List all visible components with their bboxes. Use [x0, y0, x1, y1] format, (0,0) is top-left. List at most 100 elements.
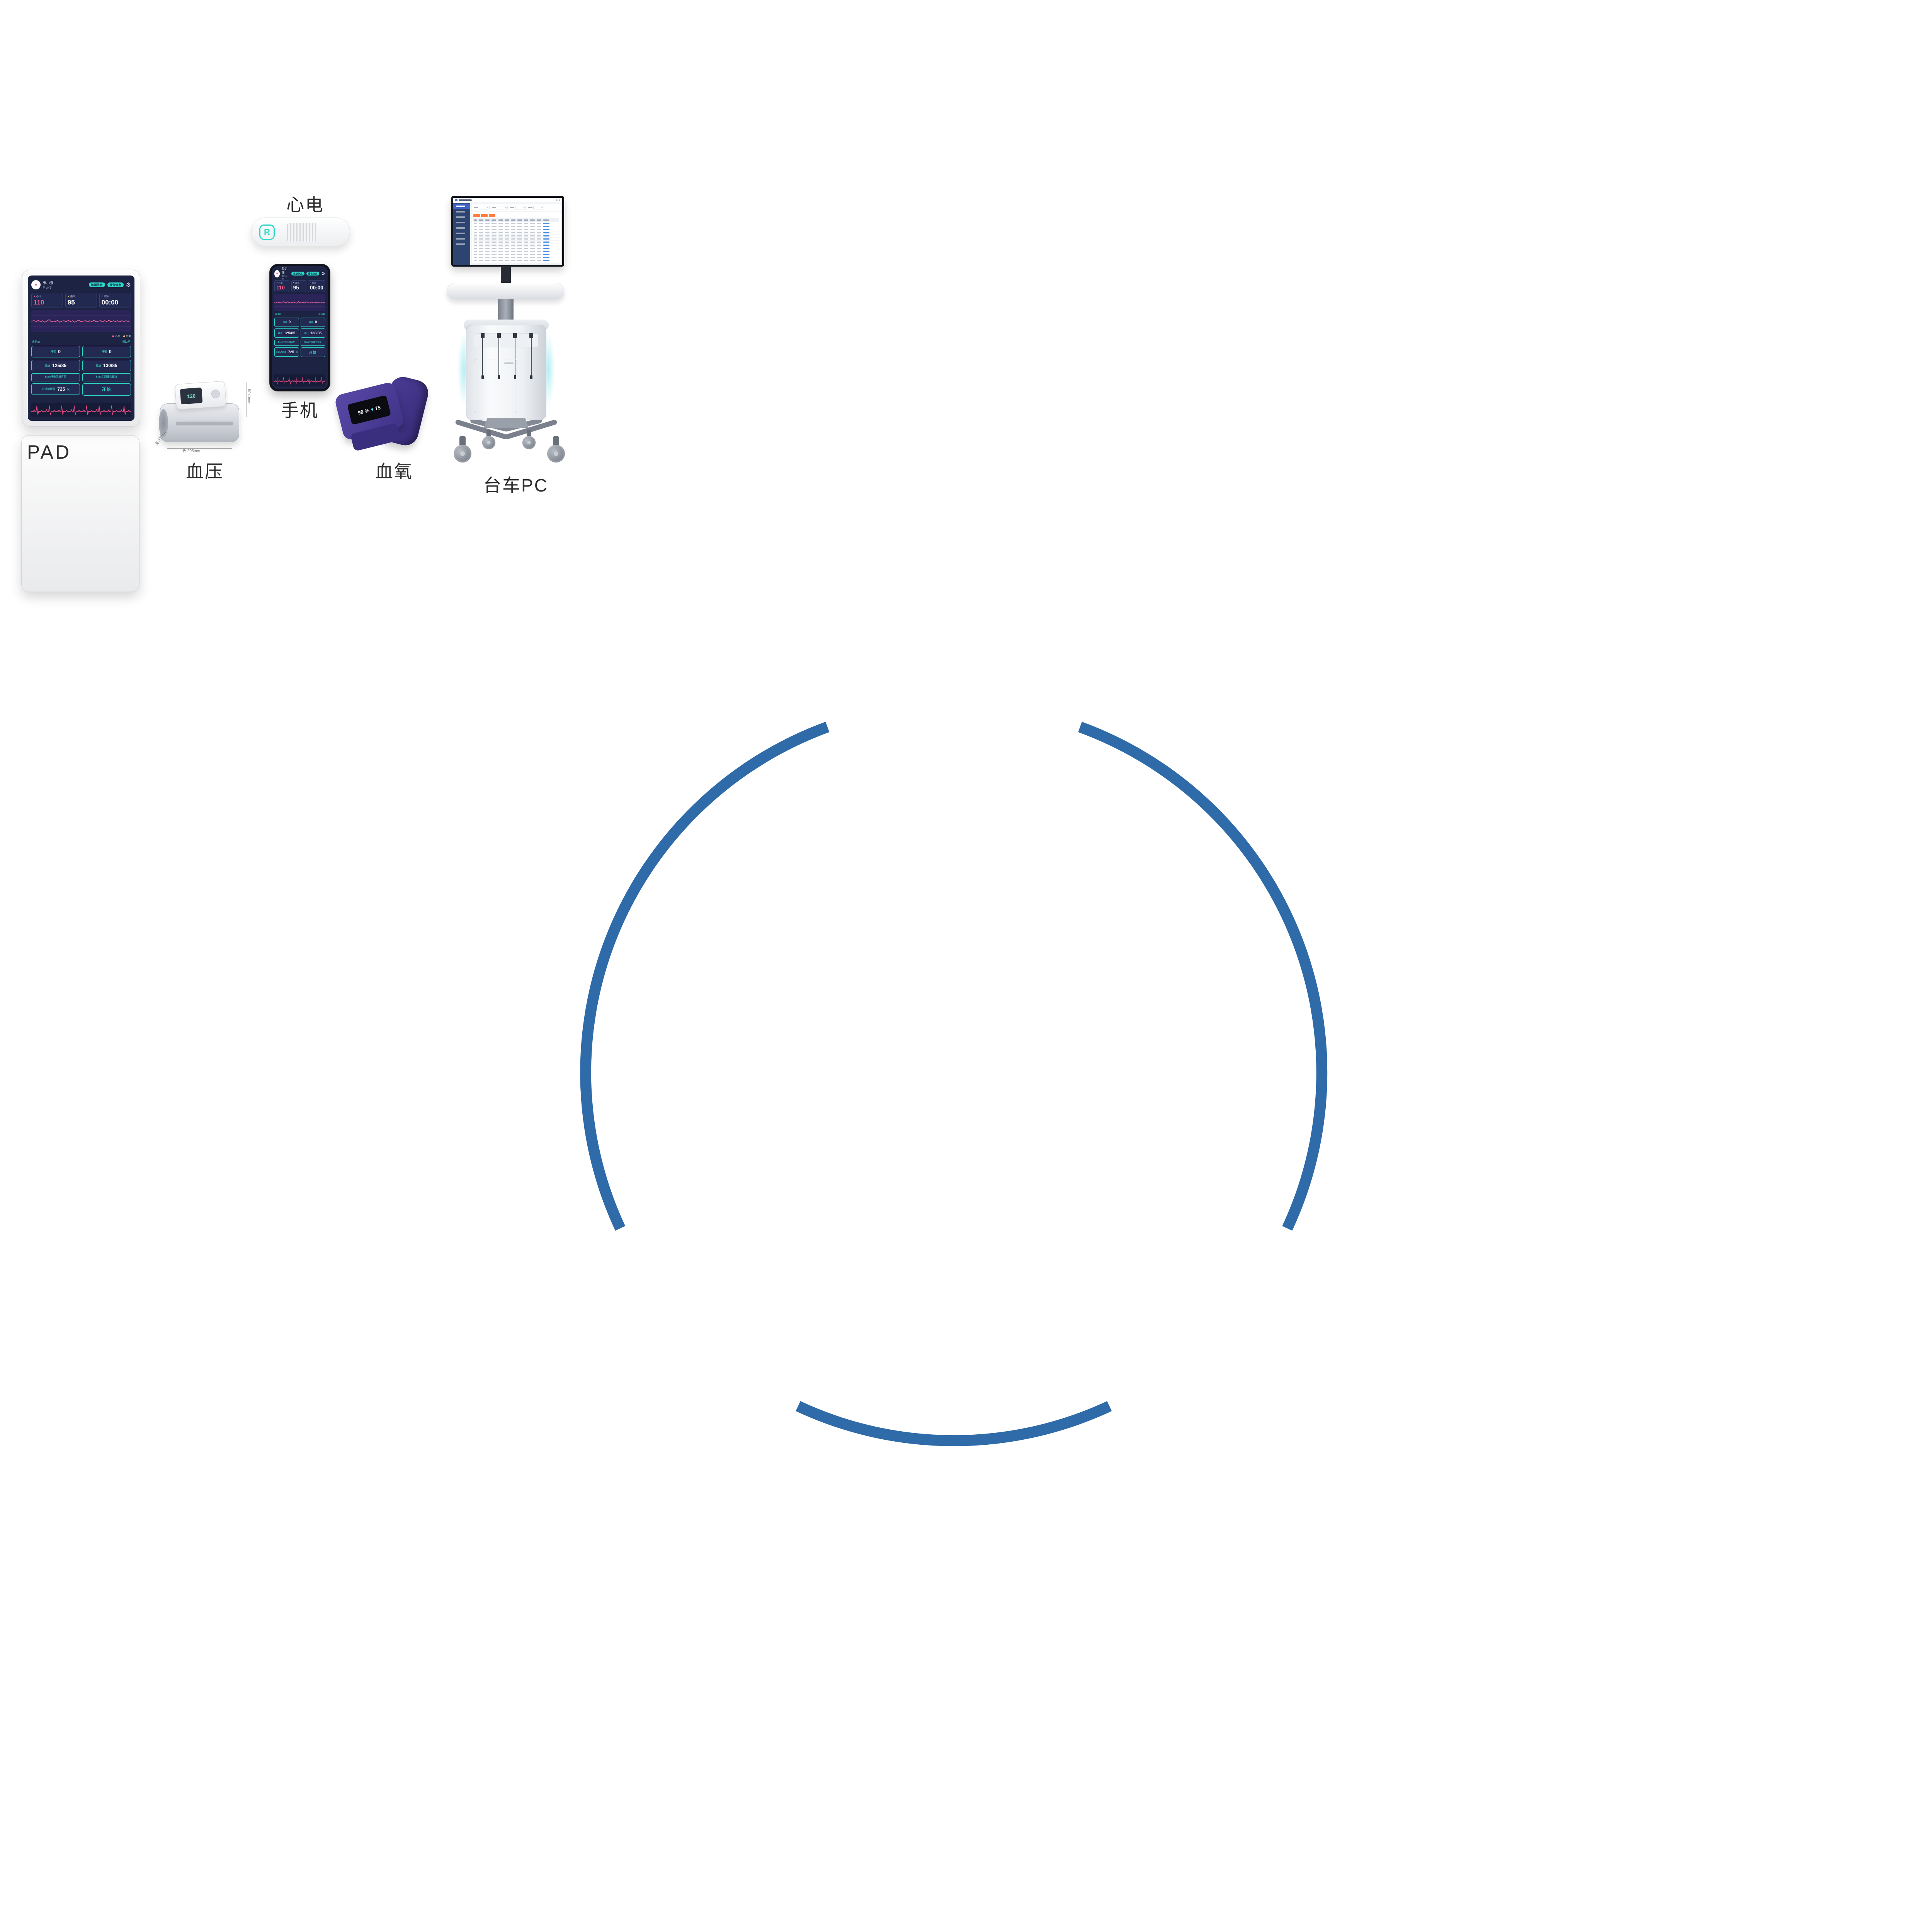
row-detail-link[interactable] [542, 223, 551, 224]
borg-fatigue-button[interactable]: Borg主观疲劳程度 [301, 339, 325, 346]
trolley-action-button[interactable] [489, 214, 495, 217]
start-button[interactable]: 开始 [82, 383, 131, 396]
start-button[interactable]: 开始 [301, 347, 325, 357]
trolley-topbar [453, 198, 562, 203]
chart-legend: 心率 血氧 [31, 334, 131, 338]
blood-oxygen-device: 98%♥75 [333, 374, 431, 453]
nav-button-monitor[interactable]: 监测信息 [291, 272, 304, 276]
borg-breath-button[interactable]: Borg呼吸困难评估 [31, 373, 80, 381]
clock-icon: ○ [101, 295, 103, 298]
trolley-sidebar-item[interactable] [453, 242, 470, 247]
caster-wheel [547, 436, 565, 463]
app-logo: ♥ [31, 280, 41, 289]
trolley-sidebar-item[interactable] [453, 209, 470, 214]
trolley-table-body [473, 222, 559, 262]
row-detail-link[interactable] [542, 232, 551, 233]
vital-timer: ○时间 00:00 [308, 280, 325, 292]
row-detail-link[interactable] [542, 257, 551, 258]
trolley-table-row [473, 250, 559, 253]
settings-gear-icon[interactable]: ⚙ [321, 271, 325, 277]
row-detail-link[interactable] [542, 242, 551, 243]
trolley-sidebar-item[interactable] [453, 204, 470, 209]
trolley-action-button[interactable] [481, 214, 488, 217]
trolley-table-row [473, 231, 559, 235]
borg-fatigue-button[interactable]: Borg主观疲劳程度 [82, 373, 131, 381]
borg-breath-button[interactable]: Borg呼吸困难评估 [274, 339, 299, 346]
trolley-sidebar-item[interactable] [453, 214, 470, 220]
nav-button-report[interactable]: 报告信息 [306, 272, 320, 276]
vital-timer: ○时间 00:00 [99, 293, 131, 308]
vital-heart-rate: ♥心率 110 [274, 280, 290, 292]
trolley-filter-select[interactable] [510, 206, 526, 209]
row-detail-link[interactable] [542, 245, 551, 246]
caster-wheel [522, 429, 536, 450]
trolley-filter-select[interactable] [474, 206, 490, 209]
trolley-filter-select[interactable] [528, 206, 544, 209]
trolley-sidebar-item[interactable] [453, 231, 470, 236]
row-detail-link[interactable] [542, 260, 551, 261]
row-detail-link[interactable] [542, 248, 551, 249]
label-ecg: 心电 [286, 195, 324, 215]
notification-icon[interactable] [556, 199, 558, 201]
trolley-desk [447, 283, 564, 300]
phone-app-screen: ♥ 张小强 男 24岁 监测信息 报告信息 ⚙ ♥心率 110 ●血氧 95 [272, 266, 328, 389]
user-name: 张小强 [281, 266, 287, 274]
trolley-table-row [473, 253, 559, 256]
row-detail-link[interactable] [542, 229, 551, 230]
ecg-device-ridges [287, 223, 317, 242]
vital-blood-oxygen: ●血氧 95 [65, 293, 97, 308]
row-detail-link[interactable] [542, 235, 551, 236]
vitals-trend-chart [274, 294, 325, 311]
row-detail-link[interactable] [542, 238, 551, 240]
ecg-waveform-strip [31, 403, 131, 417]
app-title [459, 199, 472, 201]
heart-icon: ♥ [276, 271, 279, 276]
trolley-sidebar-item[interactable] [453, 225, 470, 231]
trolley-table-row [473, 247, 559, 250]
trolley-pc [444, 195, 568, 469]
trolley-table-row [473, 256, 559, 259]
trolley-buttons [473, 213, 559, 218]
avatar[interactable] [559, 199, 560, 201]
user-meta: 男 24岁 [281, 275, 287, 281]
trolley-main [470, 203, 562, 265]
dimension-length: 长:205mm [182, 449, 201, 453]
trolley-table-head [473, 218, 559, 222]
row-detail-link[interactable] [542, 251, 551, 252]
nav-button-monitor[interactable]: 监测信息 [88, 282, 105, 287]
clock-icon: ○ [310, 282, 311, 284]
trolley-sidebar-item[interactable] [453, 220, 470, 225]
trolley-sidebar-item[interactable] [453, 236, 470, 242]
trolley-port-panel [474, 333, 539, 347]
drop-icon: ● [293, 282, 294, 284]
vital-blood-oxygen: ●血氧 95 [291, 280, 306, 292]
vitals-trend-chart [31, 310, 131, 332]
row-detail-link[interactable] [542, 226, 551, 227]
trolley-filter-select[interactable] [492, 206, 508, 209]
dimension-height: 高:43mm [247, 389, 251, 405]
label-pad: PAD [21, 435, 139, 592]
nav-button-report[interactable]: 报告信息 [107, 282, 124, 287]
ecg-waveform-strip [274, 374, 325, 386]
pad-app-screen: ♥ 张小强 男 24岁 监测信息 报告信息 ⚙ ♥心率 110 ●血氧 95 [28, 276, 134, 421]
arc-left [580, 721, 830, 1231]
blood-pressure-device: 120 高:43mm 长:205mm 宽:72mm [155, 381, 251, 453]
trolley-table-row [473, 238, 559, 241]
legend-dot-ox [123, 335, 125, 338]
bp-display-unit: 120 [174, 381, 227, 410]
bp-power-button [211, 389, 220, 399]
label-blood-pressure: 血压 [186, 461, 224, 481]
settings-gear-icon[interactable]: ⚙ [126, 281, 131, 288]
row-detail-link[interactable] [542, 254, 551, 255]
spo2-screen: 98%♥75 [347, 395, 391, 425]
trolley-table-row [473, 244, 559, 247]
trolley-action-button[interactable] [473, 214, 480, 217]
trolley-table-row [473, 241, 559, 244]
